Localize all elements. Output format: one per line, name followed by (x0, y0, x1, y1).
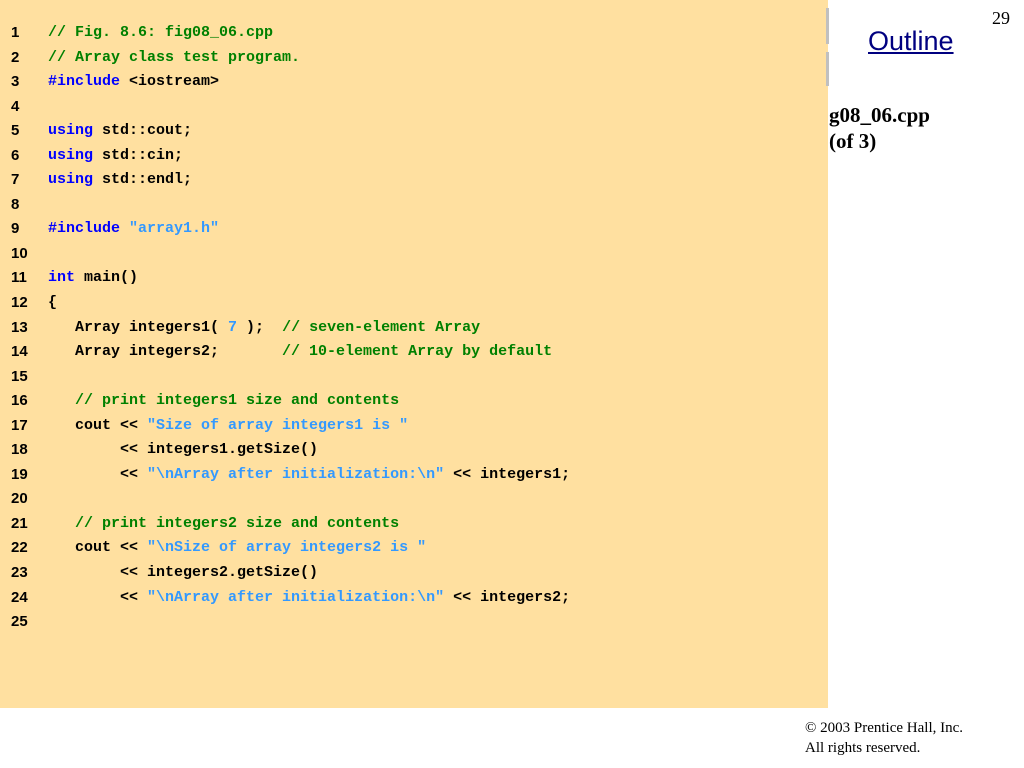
code-token-number: 7 (228, 318, 238, 336)
code-token-keyword: using (48, 146, 94, 164)
code-token-plain: << (48, 588, 148, 606)
code-token-plain (120, 220, 129, 237)
code-text: using std::cout; (48, 119, 192, 144)
code-token-plain: std::cout; (93, 122, 193, 140)
outline-link[interactable]: Outline (868, 26, 954, 56)
code-text: #include "array1.h" (48, 217, 219, 242)
file-label-name: g08_06.cpp (829, 103, 930, 127)
code-token-plain: Array integers2; (48, 343, 283, 361)
line-number: 15 (11, 367, 28, 385)
file-label-part: (of 3) (829, 129, 877, 153)
line-number: 3 (11, 73, 20, 91)
code-text: cout << "\nSize of array integers2 is " (48, 536, 426, 561)
copyright-notice: © 2003 Prentice Hall, Inc. All rights re… (805, 718, 963, 758)
code-text: cout << "Size of array integers1 is " (48, 414, 408, 439)
code-token-plain: cout << (48, 416, 148, 434)
line-number: 14 (11, 343, 28, 361)
line-number: 2 (11, 48, 20, 66)
code-token-plain: main() (75, 269, 139, 287)
line-number: 18 (11, 441, 28, 459)
code-token-plain: << (48, 465, 148, 483)
code-token-plain: ); (237, 318, 283, 336)
code-token-plain: << integers2.getSize() (48, 564, 319, 582)
code-text: << integers1.getSize() (48, 438, 318, 463)
page-number: 29 (992, 8, 1010, 28)
code-token-plain: <iostream> (120, 73, 220, 91)
code-token-plain (48, 515, 75, 532)
line-number: 23 (11, 564, 28, 582)
code-text: << "\nArray after initialization:\n" << … (48, 586, 570, 611)
line-number: 25 (11, 613, 28, 631)
code-token-plain: Array integers1( (48, 318, 229, 336)
line-number: 20 (11, 490, 28, 508)
line-number: 24 (11, 588, 28, 606)
code-token-plain: std::endl; (93, 171, 193, 189)
code-token-comment: // Array class test program. (48, 48, 301, 66)
code-token-string: "array1.h" (129, 220, 220, 238)
code-text: using std::endl; (48, 168, 192, 193)
code-text: // print integers1 size and contents (48, 389, 399, 414)
code-token-comment: // print integers1 size and contents (75, 392, 400, 410)
code-token-comment: // 10-element Array by default (282, 343, 553, 361)
code-token-plain: { (48, 294, 58, 312)
outline-divider-top (826, 8, 829, 44)
line-number: 7 (11, 171, 20, 189)
code-text: { (48, 291, 57, 316)
line-number: 12 (11, 294, 28, 312)
line-number: 11 (11, 269, 27, 287)
code-token-string: "\nSize of array integers2 is " (147, 539, 427, 557)
code-text: << integers2.getSize() (48, 561, 318, 586)
code-token-string: "\nArray after initialization:\n" (147, 588, 445, 606)
code-token-plain: << integers2; (444, 588, 571, 606)
code-text: // print integers2 size and contents (48, 512, 399, 537)
code-token-string: "Size of array integers1 is " (147, 416, 409, 434)
code-text: // Array class test program. (48, 46, 300, 71)
line-number: 4 (11, 97, 20, 115)
code-panel: 1 // Fig. 8.6: fig08_06.cpp 2 // Array clas… (0, 0, 828, 708)
rights-line: All rights reserved. (805, 740, 921, 756)
code-token-string: "\nArray after initialization:\n" (147, 465, 445, 483)
line-number: 22 (11, 539, 28, 557)
line-number: 19 (11, 465, 28, 483)
code-token-comment: // Fig. 8.6: fig08_06.cpp (48, 24, 274, 41)
code-text: Array integers2; // 10-element Array by … (48, 340, 552, 365)
code-text: int main() (48, 266, 138, 291)
code-token-plain (48, 392, 75, 409)
code-text: << "\nArray after initialization:\n" << … (48, 463, 570, 488)
code-token-plain: << integers1.getSize() (48, 441, 319, 459)
line-number: 17 (11, 416, 28, 434)
line-number: 6 (11, 146, 20, 164)
code-token-plain: cout << (48, 539, 148, 557)
code-text: using std::cin; (48, 144, 183, 169)
code-token-comment: // seven-element Array (282, 318, 481, 336)
line-number: 16 (11, 392, 28, 410)
code-token-comment: // print integers2 size and contents (75, 514, 400, 532)
line-number: 9 (11, 220, 20, 238)
code-text: Array integers1( 7 ); // seven-element A… (48, 316, 480, 341)
line-number: 8 (11, 195, 20, 213)
code-token-plain: << integers1; (444, 465, 571, 483)
code-text: // Fig. 8.6: fig08_06.cpp (48, 21, 273, 46)
line-number: 10 (11, 244, 28, 262)
file-label: g08_06.cpp (of 3) (829, 102, 939, 154)
code-token-keyword: int (48, 269, 76, 287)
code-token-plain: std::cin; (93, 146, 184, 164)
line-number: 1 (11, 24, 20, 41)
code-text: #include <iostream> (48, 70, 219, 95)
code-token-keyword: #include (48, 220, 121, 238)
line-number: 5 (11, 122, 20, 140)
copyright-line: © 2003 Prentice Hall, Inc. (805, 720, 964, 736)
code-token-keyword: using (48, 171, 94, 189)
outline-divider-bottom (826, 52, 829, 86)
code-token-keyword: using (48, 122, 94, 140)
line-number: 21 (11, 514, 28, 532)
code-token-keyword: #include (48, 73, 121, 91)
line-number: 13 (11, 318, 28, 336)
